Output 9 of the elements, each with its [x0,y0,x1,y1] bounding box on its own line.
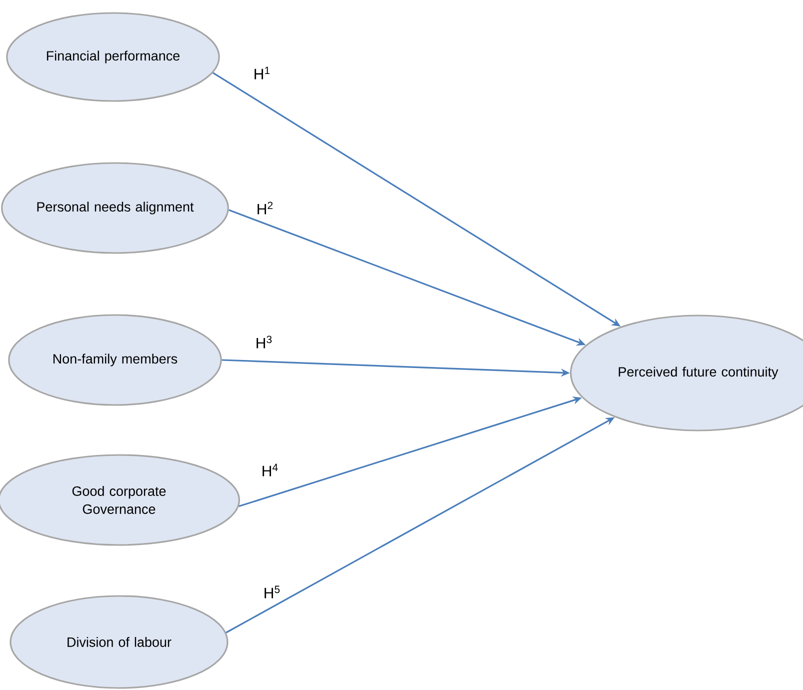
oval-node: Financial performance [6,12,220,102]
edge-label: H$^{3}$ [254,334,274,350]
oval-node: Non-family members [8,314,222,406]
edge-label: H$^{5}$ [262,584,282,600]
edge-label: H$^{4}$ [260,462,280,478]
edge-label: H$^{1}$ [252,66,272,80]
oval-node: Personal needs alignment [1,162,229,254]
edge-label: H$^{2}$ [255,200,275,216]
oval-node: Division of labour [10,595,228,689]
